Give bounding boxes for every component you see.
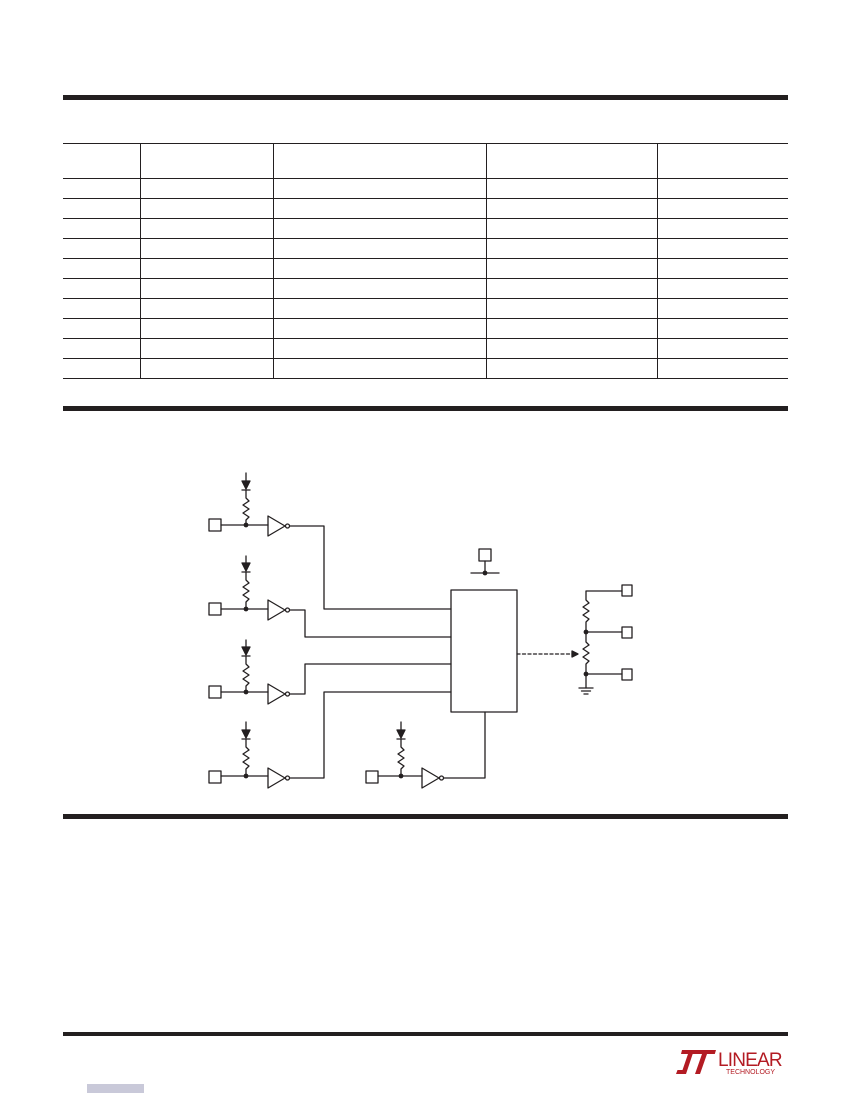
table-cell <box>485 198 657 219</box>
top-rule <box>63 95 788 100</box>
table-row <box>63 278 788 299</box>
input-channel-2 <box>208 555 452 638</box>
logo-text-primary: LINEAR <box>718 1050 782 1071</box>
table-cell <box>63 298 140 319</box>
input-channel-5 <box>365 711 486 789</box>
input-pin-2 <box>208 602 222 616</box>
table-header-cell <box>63 143 140 179</box>
table-cell <box>139 258 273 279</box>
table-header-cell <box>656 143 788 179</box>
section-end-rule <box>63 814 788 819</box>
table-cell <box>139 298 273 319</box>
table-cell <box>139 278 273 299</box>
table-cell <box>272 178 486 199</box>
table-cell <box>63 238 140 259</box>
input-pin-1 <box>208 518 222 532</box>
table-cell <box>139 238 273 259</box>
table-cell <box>485 358 657 379</box>
table-cell <box>139 338 273 359</box>
table-cell <box>272 218 486 239</box>
table-row <box>63 238 788 259</box>
logic-block <box>450 589 518 713</box>
table-cell <box>485 298 657 319</box>
table-row <box>63 338 788 359</box>
input-channel-4 <box>208 691 452 789</box>
pin-function-table <box>63 143 788 379</box>
table-row <box>63 258 788 279</box>
table-row <box>63 358 788 379</box>
table-cell <box>272 318 486 339</box>
table-cell <box>272 338 486 359</box>
table-cell <box>63 218 140 239</box>
input-pin-3 <box>208 685 222 699</box>
table-cell <box>139 358 273 379</box>
table-row <box>63 198 788 219</box>
table-cell <box>485 278 657 299</box>
table-cell <box>139 178 273 199</box>
table-cell <box>63 198 140 219</box>
table-cell <box>656 338 788 359</box>
table-cell <box>272 258 486 279</box>
linear-technology-logo: LINEAR TECHNOLOGY <box>676 1050 783 1076</box>
table-cell <box>656 358 788 379</box>
table-cell <box>63 358 140 379</box>
table-cell <box>272 358 486 379</box>
table-cell <box>139 318 273 339</box>
output-pin-wiper <box>621 626 633 639</box>
table-cell <box>656 198 788 219</box>
table-cell <box>656 178 788 199</box>
table-cell <box>485 218 657 239</box>
table-header-cell <box>272 143 486 179</box>
table-header-cell <box>139 143 273 179</box>
table-cell <box>656 218 788 239</box>
table-cell <box>485 338 657 359</box>
table-cell <box>656 298 788 319</box>
input-pin-5 <box>365 770 379 784</box>
table-cell <box>485 238 657 259</box>
table-cell <box>656 318 788 339</box>
table-cell <box>656 258 788 279</box>
table-cell <box>272 198 486 219</box>
table-cell <box>272 298 486 319</box>
table-cell <box>63 318 140 339</box>
table-cell <box>485 318 657 339</box>
table-cell <box>485 178 657 199</box>
output-pin-low <box>621 668 633 681</box>
table-cell <box>139 198 273 219</box>
table-cell <box>63 338 140 359</box>
table-cell <box>63 178 140 199</box>
table-header-cell <box>485 143 657 179</box>
table-cell <box>272 238 486 259</box>
table-cell <box>272 278 486 299</box>
table-cell <box>656 278 788 299</box>
footer-link[interactable] <box>87 1084 144 1093</box>
table-cell <box>485 258 657 279</box>
input-pin-4 <box>208 770 222 784</box>
footer-rule <box>63 1032 788 1036</box>
table-cell <box>63 278 140 299</box>
section-rule <box>63 406 788 411</box>
input-channel-3 <box>208 639 452 705</box>
table-row <box>63 218 788 239</box>
table-row <box>63 178 788 199</box>
block-diagram <box>208 472 633 789</box>
supply-pin <box>478 548 492 562</box>
table-row <box>63 298 788 319</box>
table-cell <box>139 218 273 239</box>
table-header-row <box>63 143 788 179</box>
table-cell <box>63 258 140 279</box>
logo-text-secondary: TECHNOLOGY <box>726 1069 775 1076</box>
table-row <box>63 318 788 339</box>
output-pin-high <box>621 584 633 597</box>
table-cell <box>656 238 788 259</box>
